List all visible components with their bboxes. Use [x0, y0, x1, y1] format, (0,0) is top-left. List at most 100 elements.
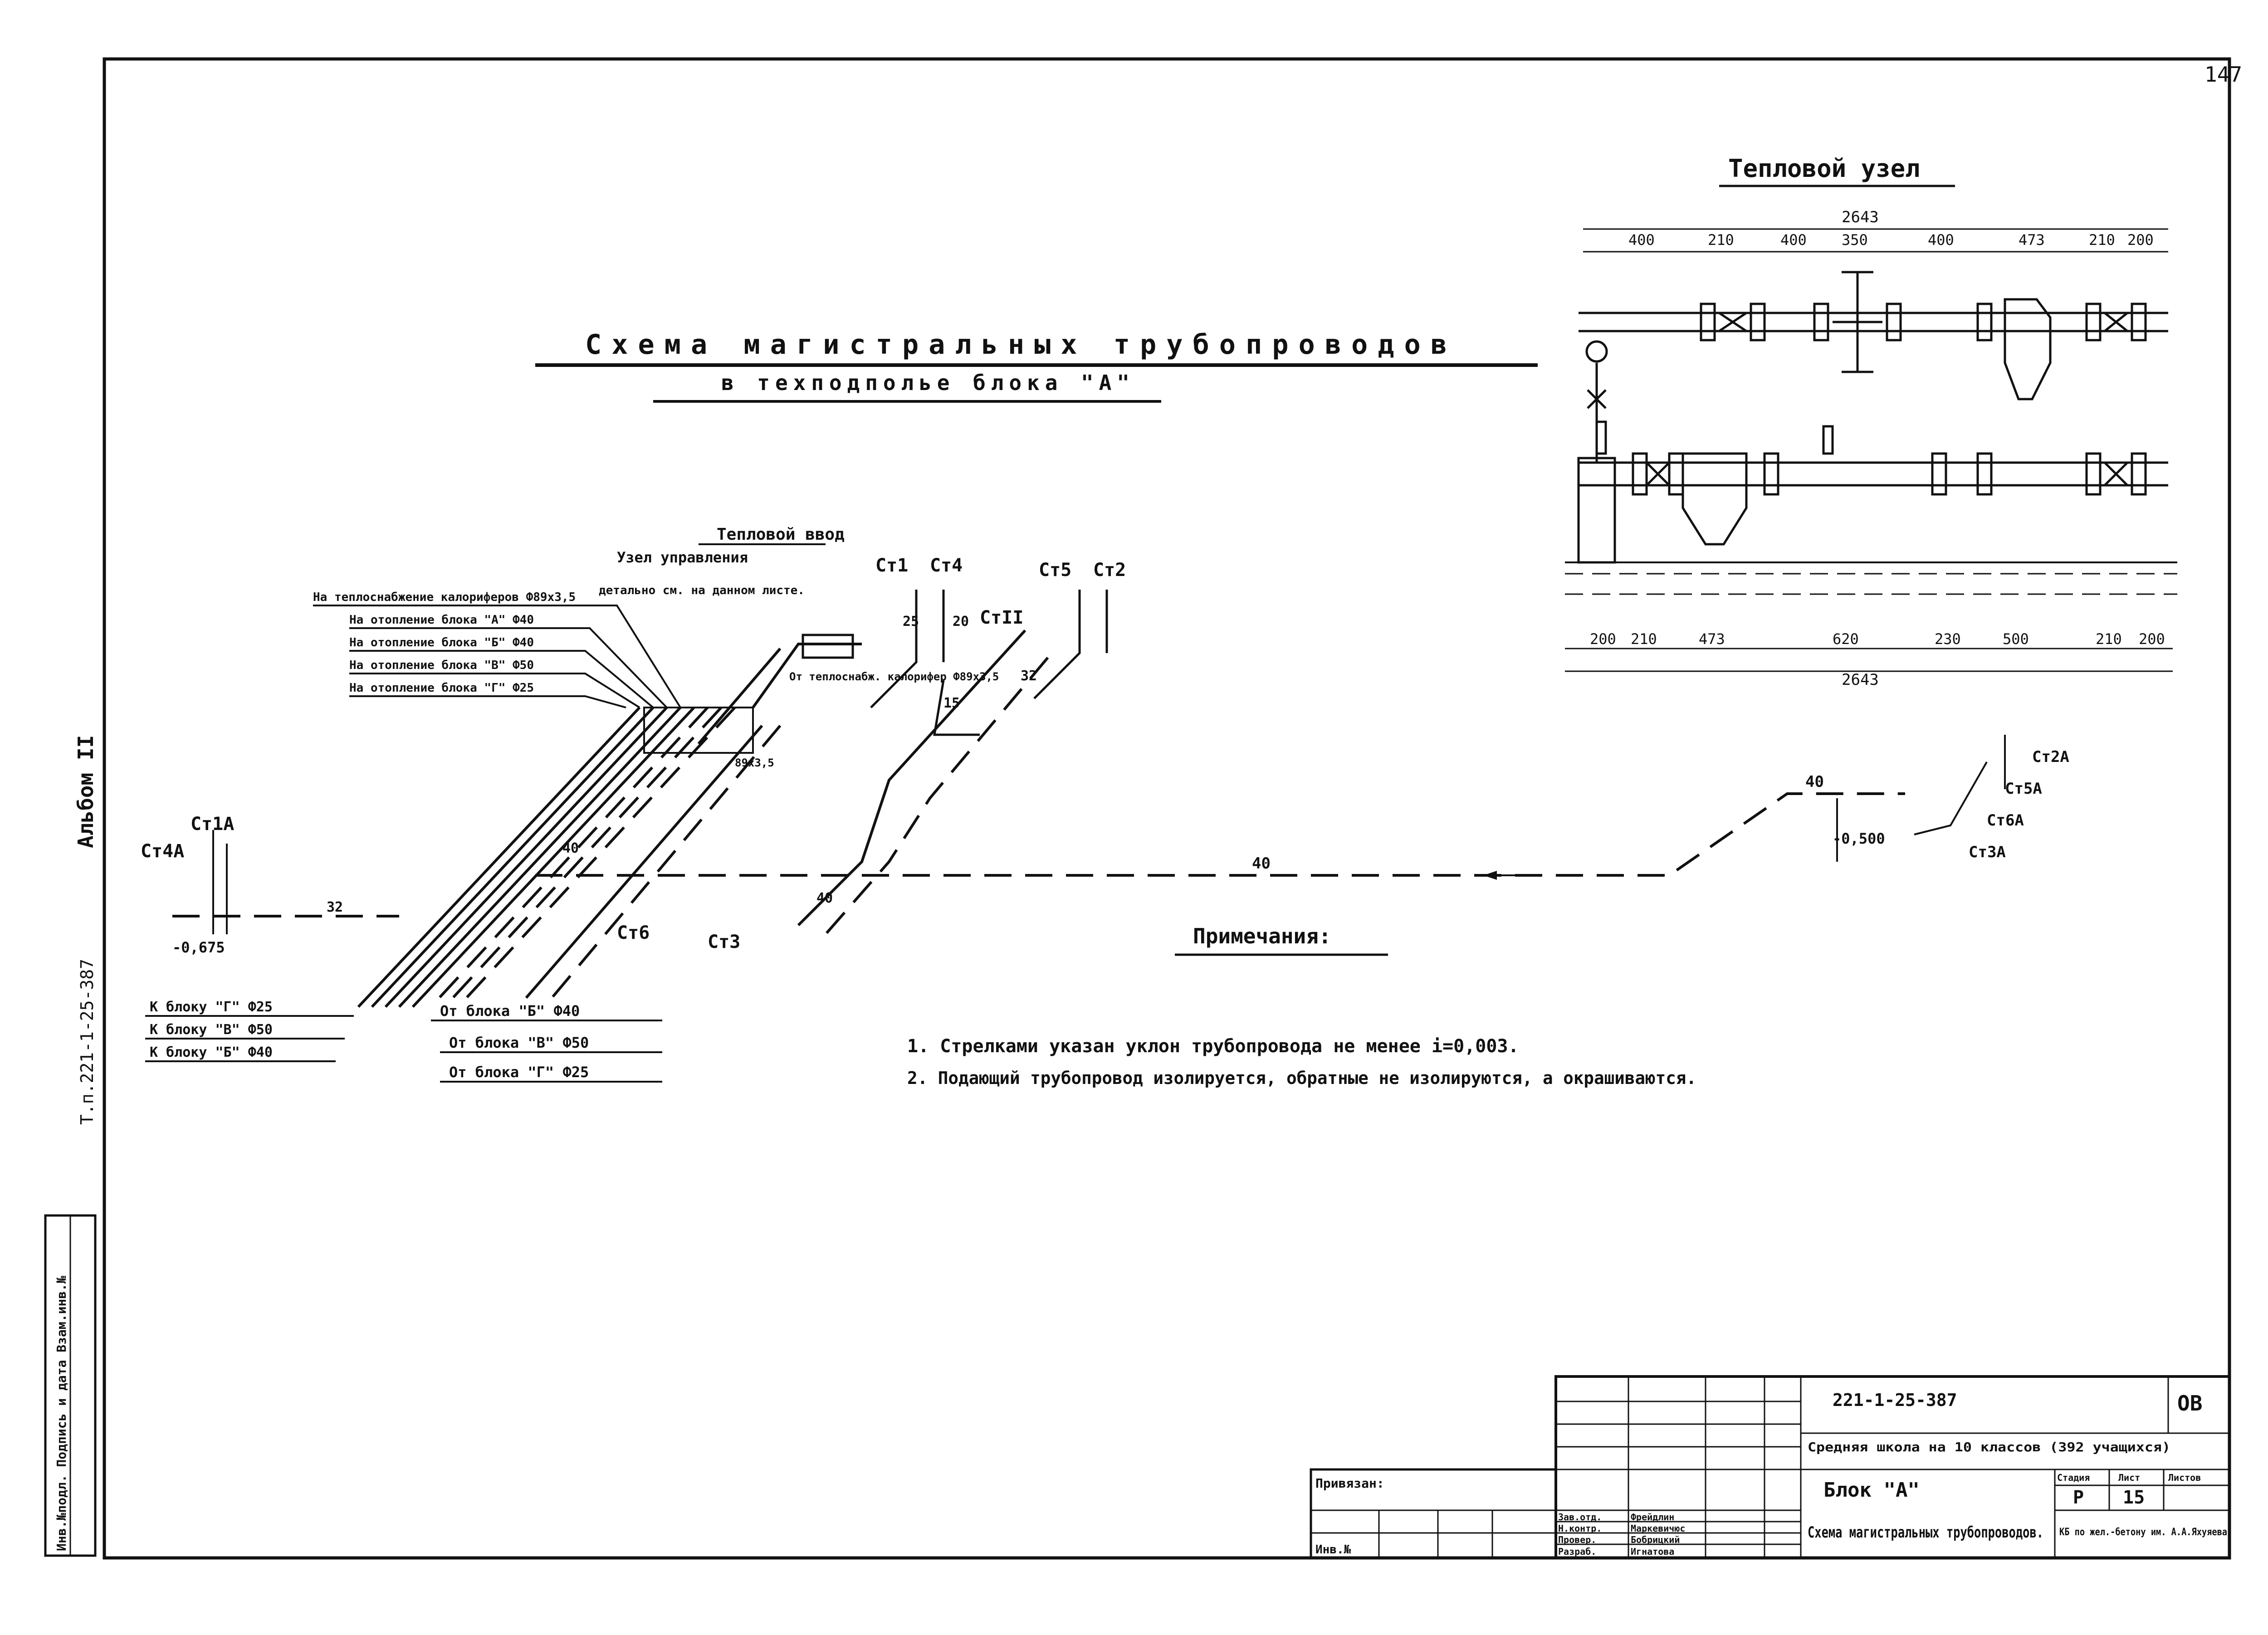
- sheets-label: Листов: [2168, 1472, 2201, 1483]
- main-title-line1: Схема магистральных трубопроводов: [585, 329, 1447, 361]
- sheet-mark: ОВ: [2177, 1391, 2202, 1415]
- riser-labels: Ст1 Ст4 Ст5 Ст2 СтII Ст1А Ст4А Ст6 Ст3 С…: [141, 555, 2069, 952]
- dim-top-value: 400: [1628, 231, 1655, 249]
- stage-label: Стадия: [2057, 1472, 2090, 1483]
- supply-label: На теплоснабжение калориферов Ф89х3,5: [313, 591, 576, 604]
- dim-total-top: 2643: [1842, 208, 1879, 226]
- heat-unit-detail: Тепловой узел 2643 400 210 400 350 400 4…: [1565, 154, 2177, 689]
- doc-code-vertical: Т.п.221-1-25-387: [77, 959, 97, 1125]
- return-in-label: От блока "Б" Ф40: [440, 1002, 580, 1020]
- upper-pipe-fittings: [1700, 271, 2147, 400]
- pipe-size: 20: [953, 614, 969, 630]
- title-block: Привязан: Инв.№ Зав.отд. Н.контр. Провер…: [1310, 1375, 2231, 1559]
- riser-label: Ст2: [1093, 560, 1126, 581]
- dim-top-value: 400: [1780, 231, 1807, 249]
- dim-top-value: 200: [2127, 231, 2154, 249]
- calorifer-return-label: От теплоснабж. калорифер Ф89х3,5: [789, 670, 999, 683]
- return-in-label: От блока "Г" Ф25: [449, 1064, 589, 1081]
- note-item: 2. Подающий трубопровод изолируется, обр…: [907, 1068, 1696, 1088]
- corner-number: 147: [2204, 62, 2242, 87]
- pipe-size: 32: [327, 899, 343, 915]
- return-main: [535, 792, 1905, 877]
- riser-label: Ст2А: [2032, 748, 2069, 766]
- riser-label: Ст5: [1039, 560, 1071, 581]
- dim-bottom-value: 200: [1590, 630, 1616, 648]
- return-in-label: От блока "В" Ф50: [449, 1034, 589, 1051]
- left-margin: Альбом II Т.п.221-1-25-387 Инв.№подл. По…: [44, 735, 98, 1557]
- dims-top: 400 210 400 350 400 473 210 200: [1628, 231, 2154, 249]
- dims-bottom: 200 210 473 620 230 500 210 200: [1590, 630, 2165, 648]
- riser-label: Ст4А: [141, 841, 184, 862]
- return-out-label: К блоку "В" Ф50: [150, 1022, 273, 1038]
- project-code: 221-1-25-387: [1833, 1390, 1957, 1410]
- drawing-name: Схема магистральных трубопроводов.: [1808, 1523, 2043, 1542]
- heat-input-label: Тепловой ввод: [717, 525, 845, 544]
- pipe-bundle: [357, 706, 695, 1008]
- person-name: Бобрицкий: [1631, 1534, 1680, 1545]
- dim-top-value: 473: [2019, 231, 2045, 249]
- note-item: 1. Стрелками указан уклон трубопровода н…: [907, 1036, 1519, 1057]
- riser-label: Ст3: [708, 932, 740, 952]
- dim-top-value: 210: [1708, 231, 1734, 249]
- return-in-labels: От блока "Б" Ф40 От блока "В" Ф50 От бло…: [431, 1002, 662, 1083]
- pipe-size: 89х3,5: [735, 756, 774, 769]
- dim-bottom-value: 210: [2096, 630, 2122, 648]
- dim-top-value: 400: [1928, 231, 1954, 249]
- dim-bottom-value: 500: [2003, 630, 2029, 648]
- dim-total-bottom: 2643: [1842, 671, 1879, 689]
- riser-label: Ст1А: [191, 814, 234, 835]
- control-unit-label: Узел управления: [617, 549, 748, 566]
- object-name: Средняя школа на 10 классов (392 учащихс…: [1808, 1440, 2170, 1454]
- pipe-size: 32: [1021, 668, 1037, 684]
- pipe-size: 40: [816, 890, 833, 906]
- riser-label: Ст6А: [1987, 811, 2024, 830]
- riser-label: Ст1: [875, 555, 908, 576]
- control-unit-note: детально см. на данном листе.: [599, 584, 805, 597]
- pipe-size: 40: [562, 840, 579, 856]
- heat-input-valve: [802, 634, 854, 659]
- supply-label: На отопление блока "А" Ф40: [349, 613, 534, 627]
- stage-value: Р: [2073, 1487, 2084, 1508]
- main-title: Схема магистральных трубопроводов в техп…: [535, 329, 1538, 403]
- return-out-label: К блоку "Б" Ф40: [150, 1044, 273, 1060]
- supply-label: На отопление блока "В" Ф50: [349, 659, 534, 672]
- heat-unit-title: Тепловой узел: [1728, 154, 1920, 183]
- inventory-strip: Инв.№подл. Подпись и дата Взам.инв.№: [54, 1276, 69, 1551]
- block-name: Блок "А": [1823, 1479, 1920, 1502]
- return-out-label: К блоку "Г" Ф25: [150, 999, 273, 1015]
- role: Зав.отд.: [1558, 1512, 1602, 1523]
- pipe-size: 25: [903, 614, 919, 630]
- person-name: Фрейдлин: [1631, 1512, 1674, 1523]
- dim-bottom-value: 473: [1699, 630, 1725, 648]
- person-name: Маркевичюс: [1631, 1523, 1685, 1534]
- elevation-mark: -0,500: [1833, 830, 1885, 847]
- dim-bottom-value: 620: [1833, 630, 1859, 648]
- sheet-frame: [103, 57, 2231, 1560]
- sheet-label: Лист: [2118, 1472, 2140, 1483]
- pipeline-scheme: Тепловой ввод Узел управления детально с…: [141, 525, 2069, 1083]
- supply-branch-labels: На теплоснабжение калориферов Ф89х3,5 На…: [313, 591, 576, 695]
- gauge-assembly: [1585, 340, 1608, 463]
- riser-label: Ст4: [930, 555, 963, 576]
- notes: Примечания: 1. Стрелками указан уклон тр…: [907, 924, 1696, 1088]
- organization: КБ по жел.-бетону им. А.А.Яхуяева: [2059, 1527, 2227, 1538]
- riser-label: Ст3А: [1969, 843, 2006, 861]
- dim-bottom-value: 200: [2139, 630, 2165, 648]
- person-name: Игнатова: [1631, 1546, 1674, 1557]
- notes-heading: Примечания:: [1193, 924, 1331, 948]
- riser-label: СтII: [980, 607, 1023, 628]
- sheet-number: 15: [2123, 1487, 2145, 1508]
- dim-top-value: 350: [1842, 231, 1868, 249]
- riser-label: Ст5А: [2005, 780, 2042, 798]
- elevation-mark: -0,675: [172, 939, 225, 956]
- role: Н.контр.: [1558, 1523, 1602, 1534]
- return-out-labels: К блоку "Г" Ф25 К блоку "В" Ф50 К блоку …: [145, 999, 354, 1062]
- main-title-line2: в техподполье блока "А": [721, 371, 1129, 395]
- pipe-size-labels: 40 40 40 40 32 32 25 20 15 89х3,5: [327, 614, 1824, 915]
- riser-label: Ст6: [617, 922, 650, 943]
- album-label: Альбом II: [73, 735, 98, 848]
- control-unit-box: [643, 707, 754, 754]
- supply-label: На отопление блока "Г" Ф25: [349, 681, 534, 695]
- supply-label: На отопление блока "Б" Ф40: [349, 636, 534, 649]
